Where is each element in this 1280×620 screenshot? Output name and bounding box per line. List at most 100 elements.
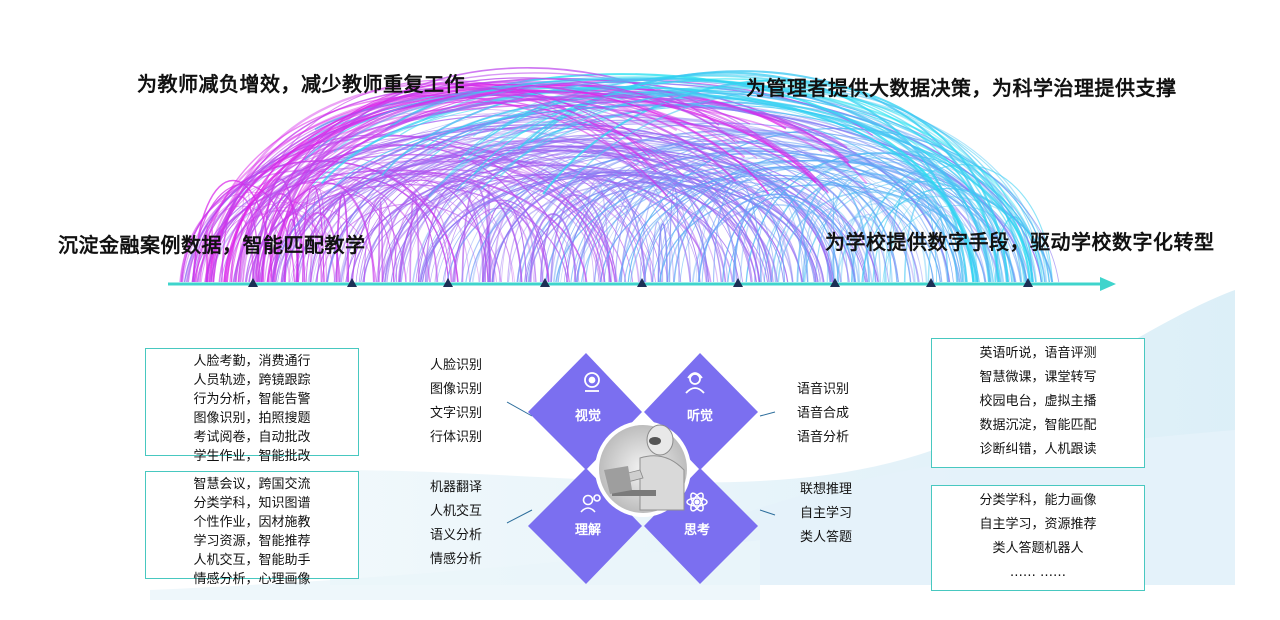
arc-strand <box>525 85 1048 283</box>
timeline-marker <box>248 278 258 287</box>
arc-strand <box>713 181 762 283</box>
arc-strand <box>903 194 949 283</box>
list-item: 诊断纠错，人机跟读 <box>979 442 1097 457</box>
arc-strand <box>774 161 999 283</box>
arc-strand <box>487 181 794 283</box>
arc-strand <box>194 98 823 283</box>
arc-strand <box>491 169 770 283</box>
list-item: 联想推理 <box>800 482 853 497</box>
list-item: 图像识别，拍照搜题 <box>193 411 311 426</box>
arc-strand <box>425 118 924 283</box>
arc-strand <box>392 198 453 283</box>
arc-strand <box>350 164 758 283</box>
arc-strand <box>582 179 610 283</box>
arc-strand <box>722 196 840 283</box>
arc-strand <box>698 193 856 283</box>
arc-strand <box>692 204 860 283</box>
headline-mid-right: 为学校提供数字手段，驱动学校数字化转型 <box>825 230 1215 254</box>
timeline-marker <box>637 278 647 287</box>
right-box-2: 分类学科，能力画像 自主学习，资源推荐 类人答题机器人 …… …… <box>931 485 1145 591</box>
arc-strand <box>233 94 848 283</box>
arc-strand <box>573 185 802 283</box>
arc-strand <box>194 88 746 283</box>
vision-tech-list: 人脸识别 图像识别 文字识别 行体识别 <box>430 354 482 450</box>
arc-strand <box>311 91 1032 283</box>
list-item: 语音合成 <box>797 406 850 421</box>
arc-strand <box>187 135 606 283</box>
arc-strand <box>796 182 870 283</box>
arc-strand <box>182 143 603 283</box>
arc-strand <box>594 205 652 283</box>
arc-strand <box>530 70 1000 283</box>
arc-strand <box>277 114 899 283</box>
list-item: 学习资源，智能推荐 <box>193 534 311 549</box>
arc-strand <box>304 78 1002 283</box>
person-headset-icon <box>685 372 705 394</box>
arc-strand <box>310 172 514 283</box>
petal-label-vision: 视觉 <box>574 409 601 424</box>
arc-strand <box>260 82 651 283</box>
timeline-marker <box>926 278 936 287</box>
arc-strand <box>422 77 1028 283</box>
list-item: 行为分析，智能告警 <box>193 392 311 407</box>
arc-strands <box>179 66 1060 283</box>
background-wave-3 <box>150 540 760 600</box>
arc-strand <box>556 172 873 283</box>
arc-strand <box>333 77 1037 283</box>
arc-strand <box>560 150 942 283</box>
arc-strand <box>619 150 912 283</box>
atom-icon <box>686 492 708 512</box>
arc-strand <box>599 174 941 283</box>
arc-strand <box>351 179 489 283</box>
arc-strand <box>889 180 937 283</box>
arc-strand <box>409 192 420 283</box>
arc-strand <box>481 202 527 283</box>
headline-mid-left: 沉淀金融案例数据，智能匹配教学 <box>58 233 366 257</box>
arc-strand <box>346 141 752 283</box>
list-item: 人员轨迹，跨镜跟踪 <box>193 373 311 388</box>
arc-strand <box>739 177 836 283</box>
arc-strand <box>398 146 753 283</box>
arc-strand <box>340 119 920 283</box>
list-item: 学生作业，智能批改 <box>193 449 311 464</box>
arc-strand <box>251 77 736 283</box>
arc-strand <box>885 184 1013 283</box>
timeline-arrowhead <box>1100 277 1116 291</box>
arc-strand <box>471 130 999 283</box>
arc-strand <box>836 203 916 283</box>
arc-strand <box>673 166 898 283</box>
arc-strand <box>280 169 612 283</box>
arc-strand <box>701 168 856 283</box>
arc-strand <box>541 156 821 283</box>
arc-strand <box>310 174 601 283</box>
list-item: 自主学习，资源推荐 <box>979 517 1097 532</box>
arc-strand <box>193 127 879 283</box>
arc-strand <box>629 159 1005 283</box>
arc-strand <box>210 144 634 283</box>
arc-strand <box>274 145 824 283</box>
arc-strand <box>273 83 643 283</box>
petal-label-hearing: 听觉 <box>686 409 713 424</box>
arc-strand <box>271 186 480 283</box>
list-item: 语义分析 <box>430 528 483 543</box>
list-item: 人机交互，智能助手 <box>193 553 311 568</box>
arc-strand <box>193 179 273 283</box>
arc-strand <box>264 97 730 283</box>
timeline-marker <box>830 278 840 287</box>
list-item: 类人答题机器人 <box>992 541 1084 556</box>
arc-strand <box>862 169 990 283</box>
list-item: 自主学习 <box>800 506 853 521</box>
arc-strand <box>473 78 1000 283</box>
petal-label-understanding: 理解 <box>574 523 601 538</box>
list-item: 校园电台，虚拟主播 <box>979 394 1097 409</box>
list-item: 个性作业，因材施教 <box>193 515 311 530</box>
list-item: 分类学科，能力画像 <box>979 493 1097 508</box>
list-item: 分类学科，知识图谱 <box>193 496 311 511</box>
arc-strand <box>316 173 438 283</box>
robot-illustration <box>595 421 691 517</box>
list-item: 语音分析 <box>797 430 850 445</box>
arc-strand <box>358 139 727 283</box>
arc-strand <box>238 92 671 283</box>
arc-strand <box>506 176 647 283</box>
arc-strand <box>623 177 935 283</box>
